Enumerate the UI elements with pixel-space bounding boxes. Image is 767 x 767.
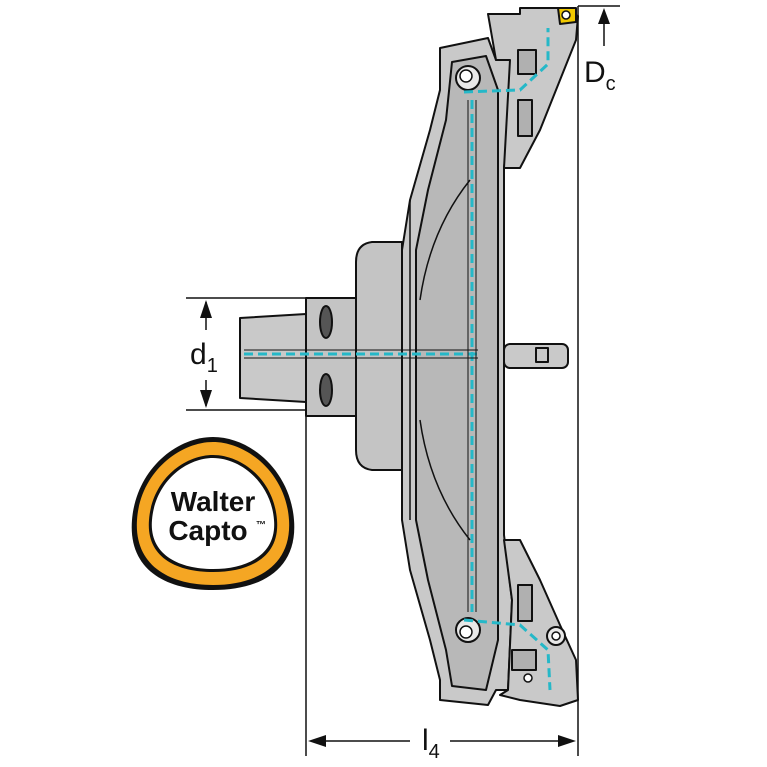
l4-arrowhead-left	[308, 735, 326, 747]
bolt-top-inner	[459, 69, 473, 83]
hub	[355, 241, 403, 471]
dc-arrowhead	[598, 8, 610, 24]
insert-pocket-bottom	[455, 539, 579, 707]
insert-screw-bottom-inner	[551, 631, 561, 641]
d1-main: d	[190, 338, 207, 371]
coolant-outline	[244, 100, 478, 612]
insert-pocket-top	[455, 7, 579, 169]
coolant-top-branch	[463, 28, 550, 94]
logo-line2-text: Capto	[168, 515, 247, 546]
clamp-block-top-2	[517, 99, 533, 137]
d1-arrowhead-bottom	[200, 390, 212, 408]
cassette-top	[487, 7, 579, 169]
coolant-bottom-branch	[463, 618, 552, 691]
l4-sub: 4	[429, 741, 440, 763]
dc-label: Dc	[584, 56, 616, 95]
l4-main: l	[422, 724, 429, 757]
dimension-lines	[186, 5, 620, 756]
coolant-channels	[244, 28, 552, 691]
d1-arrowhead-top	[200, 300, 212, 318]
pilot-key	[535, 347, 549, 363]
dc-sub: c	[606, 73, 616, 95]
logo-trademark: ™	[256, 520, 266, 531]
logo-inner-field	[151, 458, 275, 569]
bolt-bottom-inner	[459, 625, 473, 639]
l4-label: l4	[422, 724, 440, 763]
small-hole-bottom	[523, 673, 533, 683]
l4-arrowhead-right	[558, 735, 576, 747]
clamp-block-top	[517, 49, 537, 75]
logo-line1: Walter	[171, 486, 256, 517]
slot-bottom	[319, 373, 333, 407]
d1-sub: 1	[207, 355, 218, 377]
walter-capto-logo: Walter Capto ™	[131, 437, 295, 590]
d1-label: d1	[190, 338, 218, 377]
clamp-block-bottom-2	[511, 649, 537, 671]
taper-curve-top	[419, 179, 471, 301]
taper-curve-bottom	[419, 419, 471, 541]
clamp-block-bottom	[517, 584, 533, 622]
dc-main: D	[584, 56, 606, 89]
slot-top	[319, 305, 333, 339]
insert-screw-top	[561, 10, 571, 20]
